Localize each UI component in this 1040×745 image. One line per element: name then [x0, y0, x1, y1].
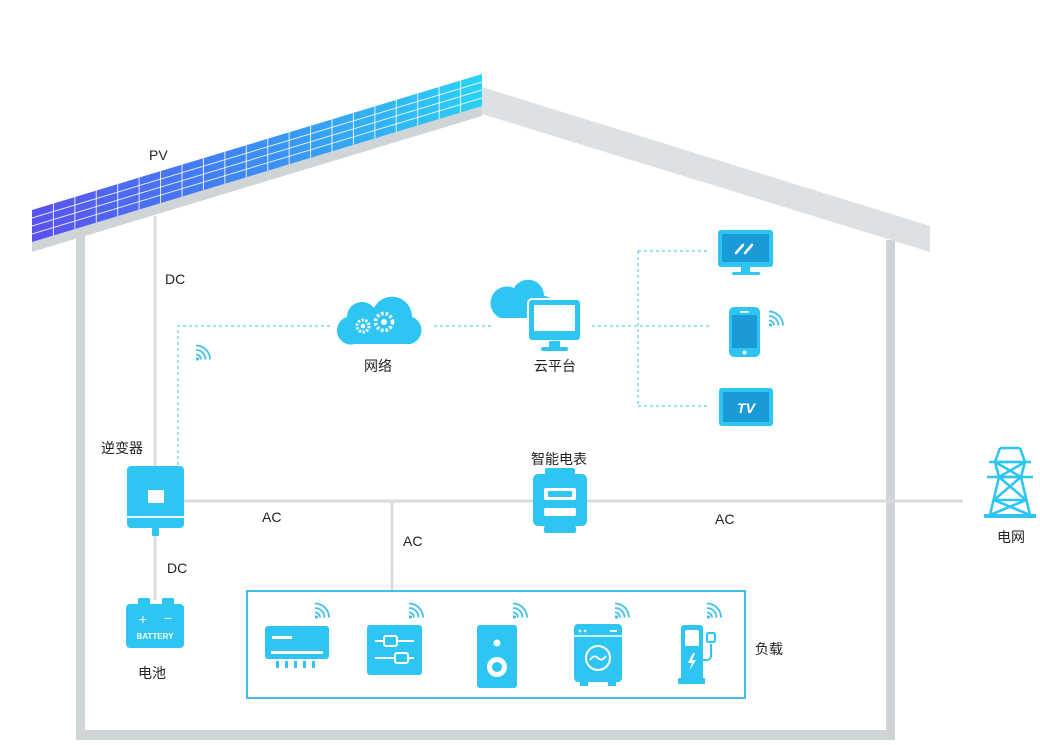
cloud-platform-label: 云平台 [534, 358, 576, 374]
dc-bottom-label: DC [167, 560, 188, 576]
house-outline [32, 87, 930, 740]
battery-minus: − [164, 610, 172, 626]
battery-icon: + − BATTERY [126, 598, 184, 648]
grid-label: 电网 [997, 529, 1025, 545]
monitor-icon [718, 230, 773, 275]
dc-top-label: DC [165, 271, 186, 287]
wifi-icon [194, 310, 784, 620]
inverter-icon [127, 466, 184, 536]
pv-label: PV [149, 147, 168, 163]
smart-meter-icon [533, 468, 587, 533]
battery-plus: + [139, 611, 147, 627]
washing-machine-icon [574, 624, 622, 686]
communication-lines [177, 250, 710, 465]
ev-charger-icon [678, 625, 716, 684]
battery-text: BATTERY [137, 632, 175, 641]
solar-panel-icon [31, 74, 483, 242]
smartphone-icon [729, 307, 760, 357]
tv-icon: TV [719, 388, 773, 426]
speaker-icon [477, 625, 517, 688]
network-label: 网络 [364, 358, 392, 374]
cloud-gear-icon [336, 296, 422, 345]
cloud-monitor-icon [490, 279, 582, 351]
load-box [246, 590, 746, 699]
ac-middle-label: AC [403, 533, 423, 549]
smart-meter-label: 智能电表 [531, 451, 587, 467]
power-tower-icon [984, 446, 1036, 518]
air-conditioner-icon [265, 626, 329, 668]
inverter-label: 逆变器 [101, 440, 143, 456]
load-label: 负载 [755, 641, 783, 657]
power-lines [153, 216, 963, 600]
ac-left-label: AC [262, 509, 282, 525]
ac-right-label: AC [715, 511, 735, 527]
battery-label: 电池 [138, 665, 166, 681]
tv-text: TV [737, 400, 757, 416]
control-panel-icon [367, 625, 422, 675]
